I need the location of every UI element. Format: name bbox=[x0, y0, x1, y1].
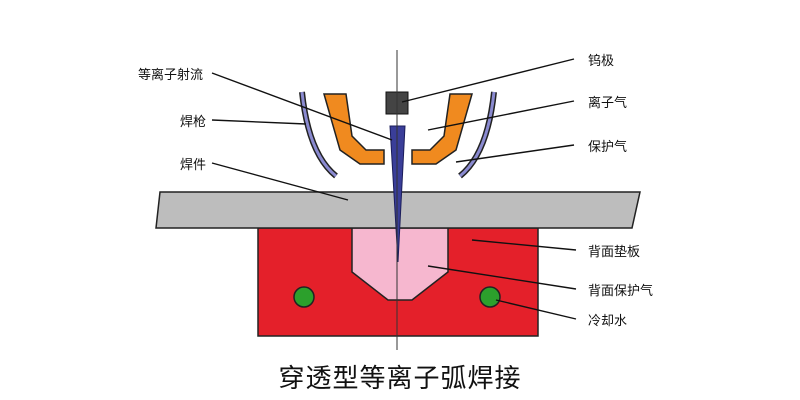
leader-tungsten bbox=[401, 58, 575, 103]
leader-cooling-water bbox=[495, 299, 577, 320]
label-workpiece: 焊件 bbox=[180, 158, 207, 173]
diagram-caption: 穿透型等离子弧焊接 bbox=[278, 364, 522, 394]
leader-lines bbox=[211, 58, 577, 320]
plasma-nozzle bbox=[323, 93, 385, 165]
cooling-water-channel-left bbox=[293, 286, 315, 308]
leader-plasma-gas bbox=[427, 100, 575, 131]
leader-plasma-jet bbox=[211, 72, 393, 141]
cooling-water-channel-right bbox=[479, 286, 501, 308]
label-plasma-jet: 等离子射流 bbox=[138, 68, 204, 83]
leader-back-gas bbox=[427, 265, 577, 290]
leader-workpiece bbox=[211, 162, 349, 201]
label-torch: 焊枪 bbox=[180, 115, 207, 130]
label-shielding-gas: 保护气 bbox=[588, 140, 628, 155]
leader-shield-gas bbox=[455, 144, 575, 163]
torch-shell-left-inner bbox=[300, 91, 337, 178]
label-plasma-gas: 离子气 bbox=[588, 96, 628, 111]
label-backing-plate: 背面垫板 bbox=[588, 245, 641, 260]
torch-shell-right-inner bbox=[459, 91, 496, 178]
plasma-nozzle-right bbox=[411, 93, 473, 165]
leader-backing-plate bbox=[471, 239, 577, 251]
label-tungsten-electrode: 钨极 bbox=[588, 54, 615, 69]
label-back-shielding-gas: 背面保护气 bbox=[588, 284, 654, 299]
label-cooling-water: 冷却水 bbox=[588, 314, 628, 329]
leader-torch bbox=[211, 119, 307, 125]
